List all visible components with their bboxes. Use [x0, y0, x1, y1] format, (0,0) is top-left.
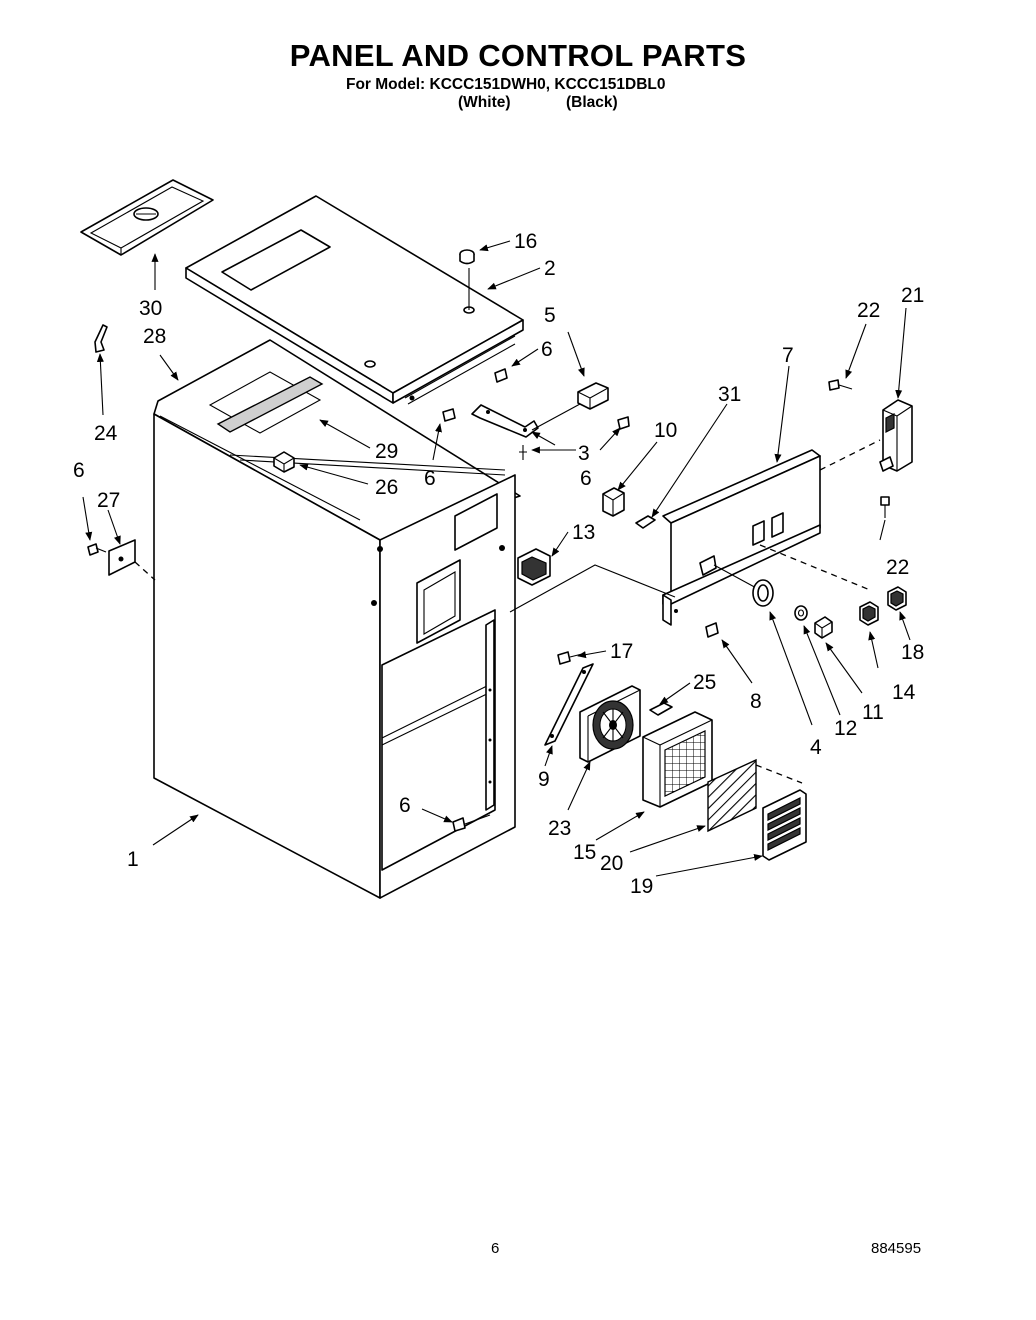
callout-6e: 6: [399, 794, 411, 817]
part-25-clip: [649, 702, 673, 716]
part-10-switch: [602, 487, 625, 517]
document-number: 884595: [871, 1240, 922, 1257]
callout-2: 2: [544, 257, 556, 280]
variant-black-label: (Black): [566, 94, 618, 111]
leader-lines: [82, 240, 911, 877]
part-3-bracket: [471, 404, 539, 438]
part-15-fan-shroud: [642, 711, 713, 808]
callout-18: 18: [901, 641, 924, 664]
callout-13: 13: [572, 521, 595, 544]
part-1-cabinet: [153, 339, 521, 899]
callout-10: 10: [654, 419, 677, 442]
callout-15: 15: [573, 841, 596, 864]
variant-white-label: (White): [458, 94, 511, 111]
callout-23: 23: [548, 817, 571, 840]
part-4-ring: [752, 579, 774, 607]
callout-6c: 6: [580, 467, 592, 490]
callout-8: 8: [750, 690, 762, 713]
part-24-bracket: [94, 324, 108, 353]
callout-7: 7: [782, 344, 794, 367]
part-2-top-panel: [185, 195, 524, 405]
callout-31: 31: [718, 383, 741, 406]
callout-25: 25: [693, 671, 716, 694]
part-12-nut: [794, 605, 808, 621]
callout-9: 9: [538, 768, 550, 791]
part-13-rocker-switch: [517, 548, 551, 586]
part-23-fan: [579, 685, 641, 763]
callout-17: 17: [610, 640, 633, 663]
part-18-switch: [887, 586, 907, 611]
callout-16: 16: [514, 230, 537, 253]
part-9-strap: [544, 663, 594, 746]
page-number: 6: [491, 1240, 500, 1257]
part-16-button: [459, 249, 475, 265]
callout-22a: 22: [857, 299, 880, 322]
callout-20: 20: [600, 852, 623, 875]
part-21-bracket: [879, 399, 913, 472]
part-17-screw: [557, 651, 583, 665]
callout-11: 11: [862, 701, 884, 724]
callout-22b: 22: [886, 556, 909, 579]
callout-19: 19: [630, 875, 653, 898]
callout-6d: 6: [73, 459, 85, 482]
callout-28: 28: [143, 325, 166, 348]
part-14-switch: [859, 601, 879, 626]
callout-12: 12: [834, 717, 857, 740]
callout-29: 29: [375, 440, 398, 463]
callout-labels: 30 16 2 28 5 6 24 29 3 6 6 26 6 27 10 31…: [73, 230, 924, 898]
callout-26: 26: [375, 476, 398, 499]
callout-6a: 6: [541, 338, 553, 361]
part-30-top-grille: [80, 179, 214, 256]
callout-6b: 6: [424, 467, 436, 490]
part-7-control-panel: [509, 439, 881, 626]
callout-24: 24: [94, 422, 118, 445]
part-20-filter: [707, 758, 803, 833]
part-5-switch: [531, 382, 609, 431]
callout-5: 5: [544, 304, 556, 327]
callout-21: 21: [901, 284, 924, 307]
part-22-screws: [828, 379, 890, 518]
part-27-plate: [87, 539, 156, 581]
callout-27: 27: [97, 489, 120, 512]
part-19-grille: [762, 789, 807, 861]
callout-14: 14: [892, 681, 916, 704]
callout-4: 4: [810, 736, 822, 759]
part-11-knob: [814, 616, 833, 639]
page-title: PANEL AND CONTROL PARTS: [289, 38, 747, 73]
part-8-screw: [705, 622, 719, 638]
callout-1: 1: [127, 848, 139, 871]
part-31-clip: [635, 515, 656, 529]
callout-3: 3: [578, 442, 590, 465]
callout-30: 30: [139, 297, 162, 320]
screw-6-set: [442, 368, 630, 832]
model-line: For Model: KCCC151DWH0, KCCC151DBL0: [346, 76, 666, 93]
part-26-clip: [273, 451, 295, 473]
